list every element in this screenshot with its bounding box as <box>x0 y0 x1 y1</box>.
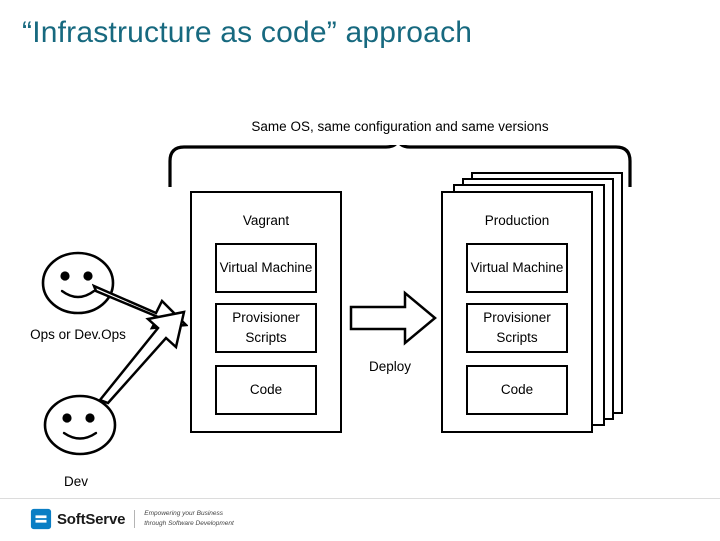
page-title: “Infrastructure as code” approach <box>22 16 473 49</box>
dev-label: Dev <box>63 474 88 489</box>
deploy-label: Deploy <box>368 359 412 374</box>
vagrant-panel-label: Vagrant <box>242 213 290 228</box>
production-item-provisioner-scripts: Provisioner Scripts <box>466 303 568 353</box>
title-divider <box>0 68 720 72</box>
footer-bar <box>0 498 720 541</box>
logo-divider <box>134 510 136 528</box>
ops-label: Ops or Dev.Ops <box>30 327 126 342</box>
vagrant-item-virtual-machine: Virtual Machine <box>215 243 317 293</box>
softserve-wordmark: SoftServe <box>57 510 126 528</box>
vagrant-item-provisioner-scripts: Provisioner Scripts <box>215 303 317 353</box>
production-item-code: Code <box>466 365 568 415</box>
softserve-logo: SoftServe Empowering your Business throu… <box>30 508 234 530</box>
vagrant-item-code: Code <box>215 365 317 415</box>
tagline-line-1: Empowering your Business <box>144 510 223 518</box>
softserve-logo-icon <box>30 508 52 530</box>
deploy-arrow <box>349 290 437 346</box>
tagline-line-2: through Software Development <box>144 520 234 527</box>
production-item-virtual-machine: Virtual Machine <box>466 243 568 293</box>
production-panel-label: Production <box>484 213 550 228</box>
diagram-caption: Same OS, same configuration and same ver… <box>251 119 549 134</box>
brace-connector <box>168 145 632 187</box>
dev-smiley-icon <box>43 394 117 456</box>
ops-smiley-icon <box>41 251 115 315</box>
dev-to-vagrant-arrow <box>97 310 186 405</box>
softserve-tagline: Empowering your Business through Softwar… <box>144 509 234 529</box>
